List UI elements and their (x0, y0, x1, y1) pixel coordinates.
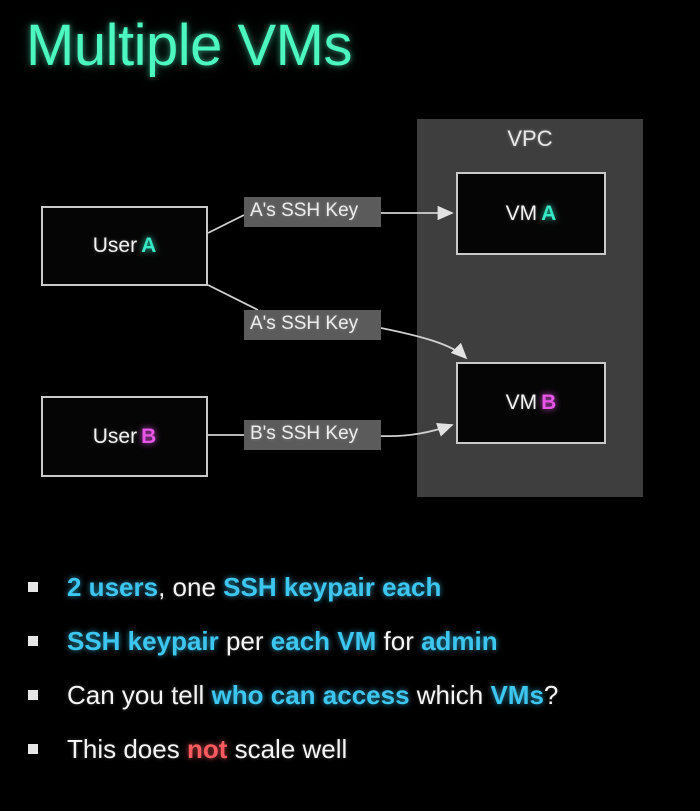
arrow-key-a-mid-to-vm-b (380, 327, 468, 360)
bullet-text-segment: VMs (490, 679, 544, 710)
bullet-text-segment: 2 users (67, 571, 159, 602)
page-title: Multiple VMs (26, 13, 352, 78)
bullet-text-segment: not (186, 733, 228, 764)
bullet-item: SSH keypair per each VM for admin (0, 614, 700, 668)
line-user-a-to-key-a-mid (207, 284, 259, 311)
vm-a-tag: A (541, 201, 557, 225)
bullet-text: SSH keypair per each VM for admin (67, 626, 498, 657)
bullet-text-segment: SSH keypair (67, 625, 219, 656)
vpc-label: VPC (507, 126, 553, 151)
bullet-text-segment: This does (67, 733, 187, 764)
bullet-text-segment: Can you tell (67, 679, 212, 710)
bullet-text: Can you tell who can access which VMs? (67, 680, 558, 711)
edge-label-b-ssh-key: B's SSH Key (244, 420, 381, 450)
vm-a-prefix: VM (505, 201, 538, 225)
bullet-item: This does not scale well (0, 722, 700, 776)
edge-label-a-ssh-key-middle: A's SSH Key (244, 310, 381, 340)
edge-label-a-ssh-key-top: A's SSH Key (244, 197, 381, 227)
bullet-text-segment: ? (543, 679, 559, 710)
square-bullet-icon (28, 690, 38, 700)
line-user-a-to-key-a-top (207, 214, 245, 234)
square-bullet-icon (28, 744, 38, 754)
bullet-item: 2 users, one SSH keypair each (0, 560, 700, 614)
connector-arrows (207, 205, 468, 438)
arrow-key-b-to-vm-b (380, 422, 454, 438)
vm-b-prefix: VM (505, 391, 538, 414)
bullet-text-segment: who can access (211, 679, 410, 710)
bullet-text-segment: which (409, 679, 491, 710)
bullet-text-segment: for (376, 625, 422, 656)
bullet-text-segment: per (218, 625, 271, 656)
user-a-tag: A (141, 234, 157, 257)
bullet-item: Can you tell who can access which VMs? (0, 668, 700, 722)
bullet-text-segment: each VM (270, 625, 377, 656)
bullet-text-segment: , one (158, 571, 224, 602)
user-b-tag: B (141, 424, 157, 448)
bullet-text: This does not scale well (67, 734, 347, 765)
user-b-prefix: User (92, 424, 138, 448)
square-bullet-icon (28, 636, 38, 646)
bullet-text-segment: SSH keypair each (223, 571, 442, 602)
square-bullet-icon (28, 582, 38, 592)
bullet-text: 2 users, one SSH keypair each (67, 572, 441, 603)
user-a-prefix: User (92, 234, 138, 257)
bullet-text-segment: admin (421, 625, 498, 656)
vm-b-tag: B (541, 391, 557, 414)
bullet-text-segment: scale well (227, 733, 348, 764)
